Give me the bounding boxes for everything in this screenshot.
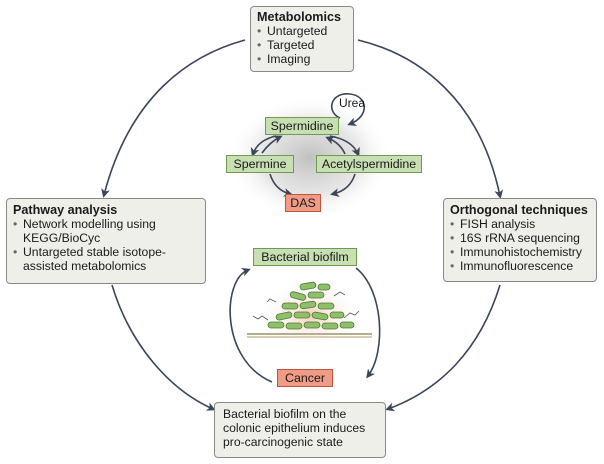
arrow-cancer-to-biofilm [229,267,273,383]
arrow-spermine-to-spermidine [261,135,283,154]
metabolomics-item: Untargeted [257,24,347,38]
metabolomics-item: Imaging [257,52,347,66]
arc-metabolomics-to-pathway [101,39,246,198]
orthogonal-item: FISH analysis [450,217,590,231]
urea-label: Urea [338,96,365,110]
outcome-box: Bacterial biofilm on the colonic epithel… [214,402,386,458]
spermine-node: Spermine [226,155,294,173]
orthogonal-item: Immunofluorescence [450,259,590,273]
arrow-biofilm-to-cancer [355,267,381,379]
biofilm-illustration [247,272,372,344]
metabolomics-box: Metabolomics Untargeted Targeted Imaging [250,6,354,72]
pathway-analysis-item: Network modelling using KEGG/BioCyc [13,217,199,245]
bacterial-biofilm-node: Bacterial biofilm [253,248,357,266]
arrow-acetylspermidine-to-spermidine [325,136,346,155]
pathway-analysis-title: Pathway analysis [13,203,118,217]
pathway-analysis-item: Untargeted stable isotope-assisted metab… [13,245,199,273]
arrow-spermine-to-das [269,173,293,197]
orthogonal-techniques-box: Orthogonal techniques FISH analysis 16S … [443,198,597,282]
pathway-analysis-box: Pathway analysis Network modelling using… [6,198,206,284]
spermidine-node: Spermidine [265,117,339,135]
acetylspermidine-node: Acetylspermidine [316,155,422,173]
arc-metabolomics-to-orthogonal [357,39,504,199]
das-node: DAS [285,194,321,212]
metabolomics-item: Targeted [257,38,347,52]
arc-orthogonal-to-outcome [385,284,501,412]
metabolomics-title: Metabolomics [257,10,341,24]
urea-cycle-arrow [330,93,366,126]
outer-cycle-arrows [101,39,504,412]
arrow-acetylspermidine-to-das [330,173,356,198]
orthogonal-item: 16S rRNA sequencing [450,231,590,245]
orthogonal-item: Immunohistochemistry [450,245,590,259]
orthogonal-techniques-title: Orthogonal techniques [450,203,588,217]
arc-pathway-to-outcome [111,284,216,411]
outcome-text: Bacterial biofilm on the colonic epithel… [223,407,366,449]
cancer-node: Cancer [277,369,333,387]
